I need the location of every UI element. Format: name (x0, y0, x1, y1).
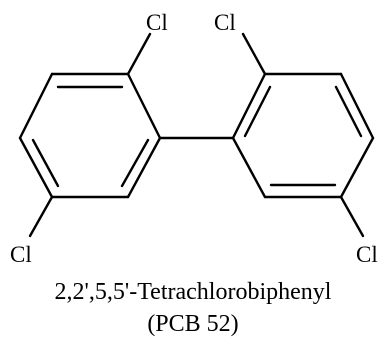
compound-code: (PCB 52) (147, 311, 239, 337)
left-benzene-ring (18, 72, 162, 199)
cl-5-label: Cl (10, 242, 32, 267)
cl-2prime-bond (241, 32, 267, 76)
right-ring-bond-upper-left (231, 72, 267, 140)
cl-5prime-label: Cl (356, 242, 378, 267)
right-ring-bond-lower-left (231, 136, 267, 199)
compound-name: 2,2',5,5'-Tetrachlorobiphenyl (54, 279, 332, 305)
left-ring-bond-lower-left (18, 136, 54, 199)
cl-5-bond (28, 195, 54, 238)
right-ring-bond-upper-right (339, 72, 375, 140)
right-ring-bond-lower-right (339, 136, 375, 199)
left-ring-bond-upper-left (18, 72, 54, 140)
cl-2prime-label: Cl (214, 10, 236, 35)
left-ring-double-bond-lower-right (120, 138, 150, 188)
left-ring-bond-lower-right (126, 136, 162, 199)
cl-2-label: Cl (146, 10, 168, 35)
right-ring-double-bond-upper-right (334, 85, 363, 138)
left-ring-double-bond-lower-left (31, 138, 60, 188)
right-benzene-ring (231, 72, 375, 199)
right-ring-double-bond-upper-left (243, 85, 272, 138)
left-ring-bond-upper-right (126, 72, 162, 140)
cl-2-bond (126, 32, 152, 76)
cl-5prime-bond (339, 195, 365, 238)
